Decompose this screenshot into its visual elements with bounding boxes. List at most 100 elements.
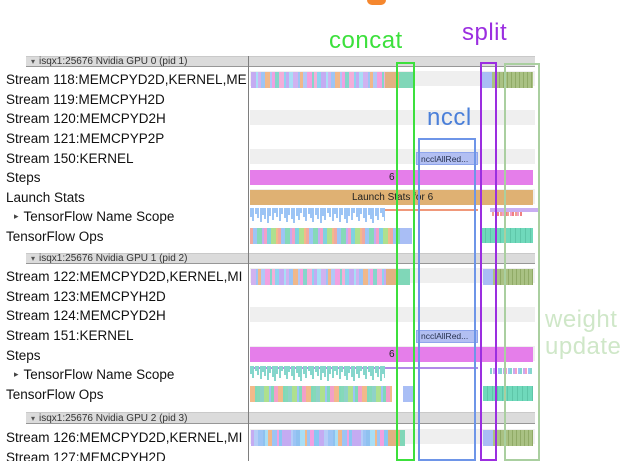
event-slice — [345, 71, 349, 88]
tick — [517, 368, 520, 374]
collapse-triangle-icon[interactable]: ▾ — [31, 57, 36, 66]
event-segment[interactable] — [399, 71, 414, 88]
event-stripe-group[interactable] — [250, 386, 392, 403]
event-slice — [281, 228, 285, 245]
event-slice — [261, 71, 265, 88]
name-scope-line — [385, 209, 478, 212]
event-stripe-group[interactable] — [251, 71, 385, 88]
event-stripe-group[interactable] — [250, 228, 400, 245]
tick — [269, 366, 272, 373]
event-slice — [257, 228, 262, 245]
track-label[interactable]: Stream 124:MEMCPYD2H — [0, 306, 247, 326]
event-slice — [260, 386, 264, 403]
collapse-triangle-icon[interactable]: ▾ — [31, 254, 36, 263]
event-segment[interactable] — [492, 71, 533, 88]
tick — [334, 366, 336, 371]
track-label[interactable]: ▸TensorFlow Name Scope — [0, 365, 247, 385]
section-header[interactable]: ▾isqx1:25676 Nvidia GPU 2 (pid 3) — [26, 412, 535, 424]
event-segment[interactable] — [400, 429, 405, 446]
nccl-event-box[interactable]: ncclAllRed... — [416, 329, 478, 343]
steps-bar[interactable]: 6 — [250, 347, 533, 363]
name-scope-ticks[interactable] — [250, 366, 385, 382]
track-label-text: Launch Stats — [6, 189, 85, 205]
track-label[interactable]: TensorFlow Ops — [0, 384, 247, 405]
track-label[interactable]: Stream 120:MEMCPYD2H — [0, 109, 247, 129]
event-segment[interactable] — [481, 228, 533, 244]
event-slice — [282, 429, 286, 446]
launch-stats-bar[interactable]: Launch Stats for 6 — [250, 189, 533, 205]
event-slice — [255, 386, 257, 403]
section-header-label: isqx1:25676 Nvidia GPU 2 (pid 3) — [39, 412, 188, 424]
event-slice — [271, 386, 274, 403]
event-stripe-group[interactable] — [251, 268, 386, 285]
tick — [322, 366, 324, 373]
track-label[interactable]: Stream 150:KERNEL — [0, 148, 247, 168]
tick — [300, 208, 303, 214]
nccl-event-box[interactable]: ncclAllRed... — [416, 152, 478, 166]
event-slice — [362, 386, 367, 403]
track-label[interactable]: TensorFlow Ops — [0, 226, 247, 247]
track-label-text: Stream 121:MEMCPYP2P — [6, 131, 165, 147]
tick — [346, 366, 348, 380]
track-label[interactable]: ▸TensorFlow Name Scope — [0, 207, 247, 227]
event-segment[interactable] — [400, 228, 412, 245]
steps-bar[interactable]: 6 — [250, 170, 533, 185]
expand-arrow-icon[interactable]: ▸ — [14, 369, 19, 380]
tick — [509, 212, 512, 217]
event-segment[interactable] — [483, 268, 493, 285]
event-segment[interactable] — [483, 429, 493, 446]
event-segment[interactable] — [386, 268, 397, 285]
track-label[interactable]: Steps — [0, 168, 247, 188]
track-label-text: Steps — [6, 170, 41, 186]
event-slice — [295, 228, 299, 245]
tick — [269, 208, 272, 217]
tick — [324, 208, 327, 221]
section-header[interactable]: ▾isqx1:25676 Nvidia GPU 0 (pid 1) — [26, 56, 535, 67]
tick — [512, 212, 514, 217]
event-slice — [293, 268, 298, 285]
tick — [283, 366, 286, 375]
event-slice — [303, 71, 307, 88]
track-label[interactable]: Stream 118:MEMCPYD2D,KERNEL,ME — [0, 70, 247, 90]
event-slice — [289, 268, 293, 285]
track-label[interactable]: Stream 127:MEMCPYH2D — [0, 447, 247, 461]
event-slice — [285, 228, 290, 245]
event-slice — [300, 429, 305, 446]
track-label[interactable]: Stream 126:MEMCPYD2D,KERNEL,MI — [0, 428, 247, 448]
event-slice — [328, 71, 331, 88]
event-segment[interactable] — [403, 386, 413, 403]
event-slice — [268, 429, 272, 446]
section-header[interactable]: ▾isqx1:25676 Nvidia GPU 1 (pid 2) — [26, 253, 535, 264]
event-segment[interactable] — [490, 208, 538, 213]
expand-arrow-icon[interactable]: ▸ — [14, 211, 19, 222]
event-slice — [341, 386, 344, 403]
tick — [374, 366, 377, 373]
collapse-triangle-icon[interactable]: ▾ — [31, 413, 36, 423]
event-slice — [346, 228, 348, 245]
event-segment[interactable] — [385, 71, 399, 88]
name-scope-ticks[interactable] — [250, 208, 385, 224]
tick — [512, 368, 515, 374]
track-label[interactable]: Stream 122:MEMCPYD2D,KERNEL,MI — [0, 267, 247, 287]
event-slice — [327, 386, 330, 403]
tick — [348, 366, 351, 373]
track-label[interactable]: Steps — [0, 345, 247, 365]
event-slice — [383, 228, 388, 245]
event-slice — [290, 228, 292, 245]
track-label[interactable]: Stream 123:MEMCPYH2D — [0, 286, 247, 307]
track-label[interactable]: Stream 121:MEMCPYP2P — [0, 128, 247, 149]
event-segment[interactable] — [493, 429, 533, 446]
event-slice — [345, 268, 349, 285]
event-slice — [380, 429, 384, 446]
tick — [288, 366, 291, 372]
track-label[interactable]: Stream 151:KERNEL — [0, 325, 247, 346]
event-segment[interactable] — [397, 268, 410, 285]
event-slice — [363, 429, 366, 446]
track-label[interactable]: Launch Stats — [0, 187, 247, 208]
event-slice — [265, 71, 270, 88]
event-stripe-group[interactable] — [251, 429, 388, 446]
event-segment[interactable] — [481, 71, 492, 88]
track-label[interactable]: Stream 119:MEMCPYH2D — [0, 89, 247, 110]
event-slice — [250, 386, 255, 403]
event-segment[interactable] — [493, 268, 533, 285]
